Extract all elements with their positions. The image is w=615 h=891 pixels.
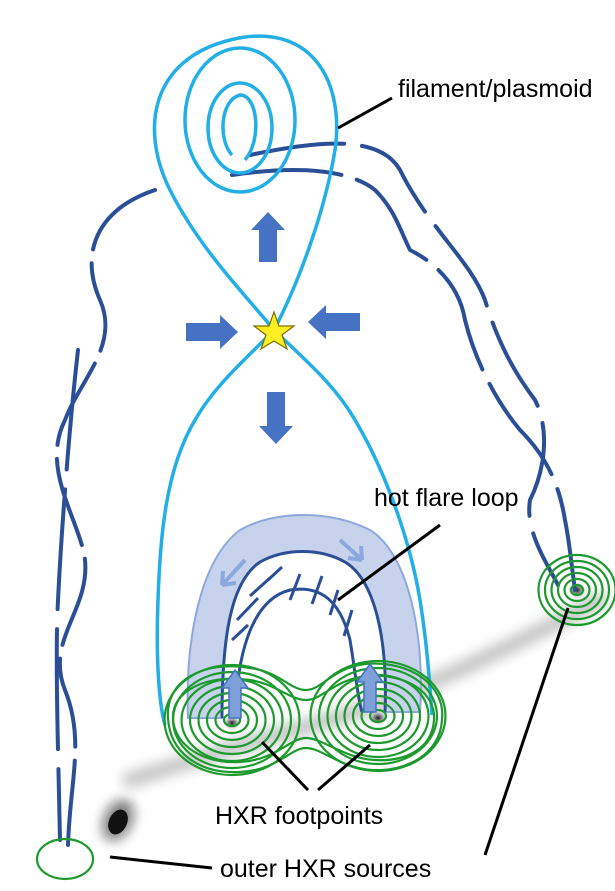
outflow-arrow-up: [251, 212, 285, 262]
outflow-arrow-down: [259, 392, 293, 444]
label-hot-flare-loop: hot flare loop: [374, 484, 519, 512]
inflow-arrow-left: [186, 315, 238, 349]
label-outer-hxr-sources: outer HXR sources: [220, 855, 431, 883]
inflow-arrow-right: [308, 305, 360, 339]
label-filament-plasmoid: filament/plasmoid: [398, 75, 593, 103]
label-hxr-footpoints: HXR footpoints: [215, 802, 383, 830]
outer-source-contour-left: [37, 839, 93, 879]
filament-plasmoid: [154, 36, 336, 330]
